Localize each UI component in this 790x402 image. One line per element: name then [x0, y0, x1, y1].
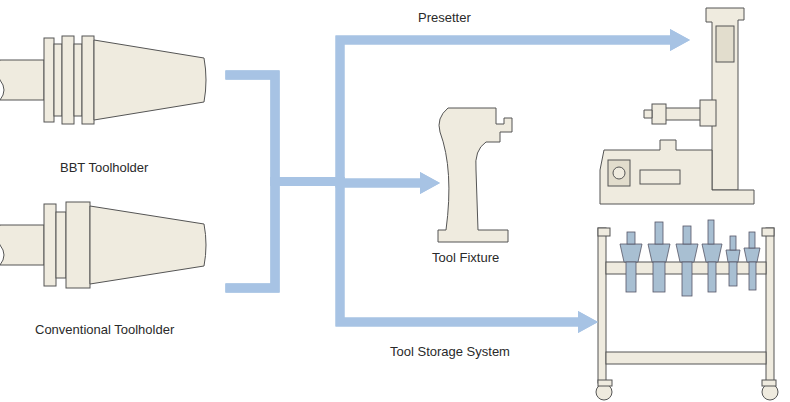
- station-label: Tool Fixture: [432, 250, 504, 266]
- station-label: Presetter: [418, 10, 475, 26]
- toolholder-label: Conventional Toolholder: [35, 322, 179, 338]
- station-label: Tool Storage System: [390, 344, 514, 360]
- tool-storage-cart-drawing: [596, 228, 778, 400]
- tool-fixture-drawing: [438, 108, 512, 242]
- illustration-node: Tool Storage System: [598, 228, 783, 400]
- bbt-toolholder-drawing: [0, 36, 206, 124]
- toolholder-label: BBT Toolholder: [60, 160, 153, 176]
- flow-arrow: [230, 40, 670, 288]
- illustration-node: Presetter: [690, 5, 752, 205]
- stored-tools: [620, 220, 760, 296]
- illustration-node: Tool Fixture: [440, 100, 518, 270]
- illustration-node: Conventional Toolholder: [0, 190, 230, 342]
- illustration-node: BBT Toolholder: [0, 28, 230, 183]
- flow-arrow: [230, 182, 578, 323]
- flow-arrow: [230, 75, 420, 183]
- flow-arrow: [230, 75, 578, 322]
- flow-arrow: [230, 182, 420, 289]
- flow-arrow: [230, 40, 670, 182]
- conventional-toolholder-drawing: [0, 202, 206, 288]
